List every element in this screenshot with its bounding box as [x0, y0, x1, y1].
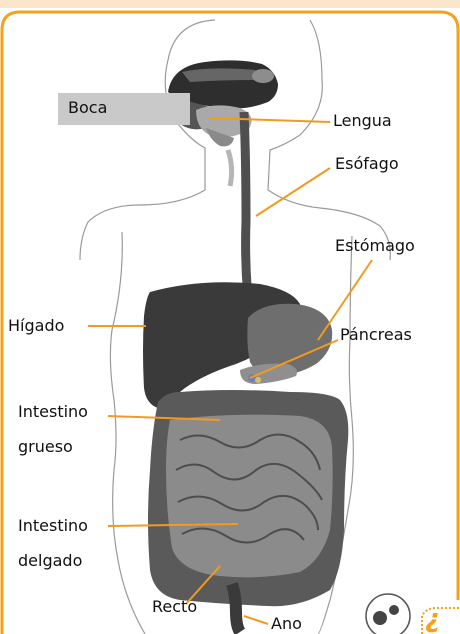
- label-lengua: Lengua: [333, 113, 392, 129]
- label-intestino-grueso-line2: grueso: [18, 439, 73, 455]
- label-intestino-delgado-line2: delgado: [18, 553, 82, 569]
- leader-ano: [244, 616, 268, 624]
- leader-esofago: [256, 168, 330, 216]
- top-strip: [0, 0, 460, 8]
- label-pancreas: Páncreas: [340, 327, 412, 343]
- label-higado: Hígado: [8, 318, 64, 334]
- corner-badge: [366, 594, 460, 634]
- label-intestino-grueso-line1: Intestino: [18, 404, 88, 420]
- label-intestino-delgado-line1: Intestino: [18, 518, 88, 534]
- label-estomago: Estómago: [335, 238, 415, 254]
- label-boca: Boca: [68, 100, 107, 116]
- corner-badge-text: ¿: [425, 606, 440, 632]
- label-recto: Recto: [152, 599, 197, 615]
- rectum-shape: [232, 584, 240, 632]
- pancreas-shape: [240, 364, 297, 384]
- gears-icon: [366, 594, 410, 634]
- label-ano: Ano: [271, 616, 302, 632]
- label-esofago: Esófago: [335, 156, 399, 172]
- small-intestine-shape: [166, 415, 333, 578]
